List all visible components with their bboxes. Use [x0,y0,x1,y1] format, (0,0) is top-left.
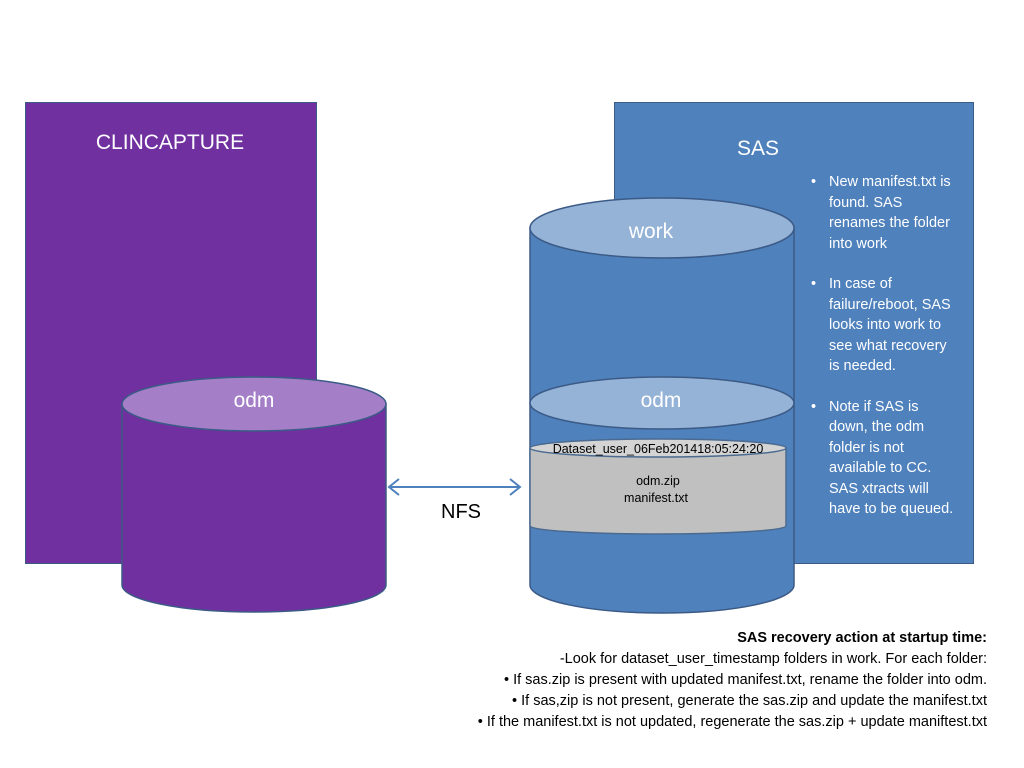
sas-notes-list: New manifest.txt is found. SAS renames t… [809,172,959,540]
sas-note-item: Note if SAS is down, the odm folder is n… [809,397,959,520]
nfs-label: NFS [441,501,481,523]
sas-title: SAS [736,137,780,160]
sas-odm-label: odm [641,389,682,412]
recovery-heading: SAS recovery action at startup time: [737,630,987,646]
recovery-step: If sas,zip is not present, generate the … [347,691,987,712]
recovery-notes: SAS recovery action at startup time: -Lo… [347,628,987,733]
dataset-folder-cylinder: Dataset_user_06Feb201418:05:24:20 odm.zi… [529,438,787,535]
sas-odm-cylinder: odm [529,376,795,430]
sas-note-item: New manifest.txt is found. SAS renames t… [809,172,959,254]
recovery-step: If sas.zip is present with updated manif… [347,670,987,691]
recovery-step: If the manifest.txt is not updated, rege… [347,712,987,733]
recovery-intro: -Look for dataset_user_timestamp folders… [559,651,987,667]
clincapture-title: CLINCAPTURE [95,131,245,154]
sas-note-item: In case of failure/reboot, SAS looks int… [809,274,959,377]
sas-work-label: work [628,220,674,243]
nfs-connector [387,478,522,496]
clincapture-odm-label: odm [234,389,275,412]
dataset-folder-name: Dataset_user_06Feb201418:05:24:20 [553,442,764,456]
clincapture-odm-cylinder: odm [121,376,387,613]
file-name: odm.zip [636,474,680,488]
file-name: manifest.txt [624,491,688,505]
